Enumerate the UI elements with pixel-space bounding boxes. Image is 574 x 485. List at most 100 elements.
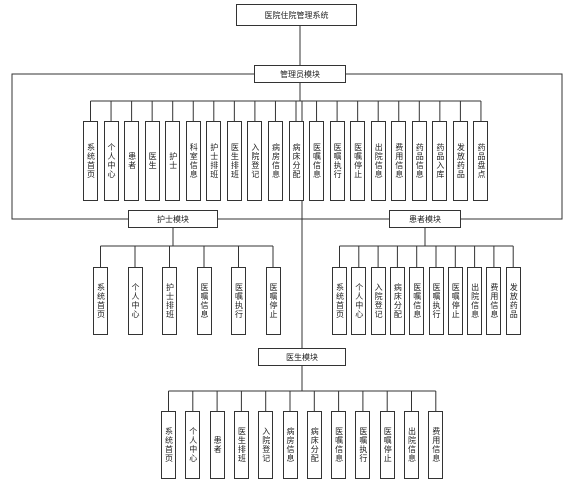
admin-item-13: 医嘱执行 — [329, 121, 345, 201]
doctor-module-label: 医生模块 — [286, 352, 318, 362]
nurse-item-2: 个人中心 — [127, 267, 143, 335]
doctor-item-10: 医嘱停止 — [379, 411, 395, 479]
doctor-item-label: 医嘱执行 — [358, 427, 368, 463]
admin-item-5: 护士 — [165, 121, 181, 201]
admin-item-label: 费用信息 — [394, 143, 404, 179]
doctor-item-3: 患者 — [209, 411, 225, 479]
admin-module-label: 管理员模块 — [280, 69, 320, 79]
nurse-item-3: 护士排班 — [162, 267, 177, 335]
nurse-item-label: 护士排班 — [165, 283, 175, 319]
doctor-item-label: 医嘱信息 — [334, 427, 344, 463]
nurse-item-label: 医嘱执行 — [234, 283, 244, 319]
admin-item-label: 医嘱停止 — [353, 143, 363, 179]
nurse-item-label: 系统首页 — [96, 283, 106, 319]
admin-item-12: 医嘱信息 — [309, 121, 325, 201]
admin-item-19: 发放药品 — [452, 121, 468, 201]
admin-item-18: 药品入库 — [432, 121, 448, 201]
admin-item-label: 药品盘点 — [476, 143, 486, 179]
admin-item-label: 药品入库 — [435, 143, 445, 179]
doctor-item-5: 入院登记 — [258, 411, 274, 479]
root-system-label: 医院住院管理系统 — [264, 10, 329, 20]
admin-to-nurse-line — [11, 73, 254, 220]
doctor-item-label: 医嘱停止 — [383, 427, 393, 463]
patient-item-label: 医嘱信息 — [412, 283, 422, 319]
doctor-item-12: 费用信息 — [428, 411, 444, 479]
admin-item-16: 费用信息 — [391, 121, 407, 201]
patient-module-label: 患者模块 — [409, 214, 441, 224]
admin-item-label: 患者 — [127, 152, 137, 170]
doctor-item-11: 出院信息 — [404, 411, 419, 479]
doctor-item-label: 患者 — [213, 436, 223, 454]
admin-item-label: 科室信息 — [189, 143, 199, 179]
patient-item-label: 费用信息 — [489, 283, 499, 319]
doctor-item-label: 出院信息 — [407, 427, 417, 463]
patient-item-8: 出院信息 — [467, 267, 483, 335]
doctor-item-label: 个人中心 — [188, 427, 198, 463]
nurse-item-label: 医嘱停止 — [269, 283, 278, 319]
admin-item-label: 出院信息 — [374, 143, 384, 179]
admin-item-1: 系统首页 — [83, 121, 98, 201]
patient-item-label: 医嘱执行 — [432, 283, 441, 319]
patient-item-label: 入院登记 — [374, 283, 384, 319]
admin-item-label: 护士排班 — [209, 143, 219, 179]
patient-item-3: 入院登记 — [370, 267, 386, 335]
patient-item-label: 医嘱停止 — [451, 283, 461, 319]
admin-item-label: 系统首页 — [86, 143, 96, 179]
admin-item-label: 护士 — [168, 152, 178, 170]
admin-item-10: 病房信息 — [267, 121, 283, 201]
admin-item-label: 医生排班 — [230, 143, 240, 179]
doctor-item-label: 系统首页 — [164, 427, 174, 463]
nurse-item-6: 医嘱停止 — [265, 267, 281, 335]
root-system-node: 医院住院管理系统 — [236, 4, 357, 26]
admin-item-2: 个人中心 — [103, 121, 119, 201]
doctor-item-label: 病床分配 — [310, 427, 320, 463]
doctor-item-label: 病房信息 — [286, 427, 295, 463]
patient-item-7: 医嘱停止 — [447, 267, 463, 335]
doctor-module-node: 医生模块 — [258, 348, 346, 366]
patient-item-9: 费用信息 — [486, 267, 502, 335]
admin-item-3: 患者 — [124, 121, 140, 201]
nurse-item-label: 个人中心 — [131, 283, 140, 319]
patient-item-6: 医嘱执行 — [428, 267, 444, 335]
admin-item-9: 入院登记 — [247, 121, 263, 201]
patient-item-label: 系统首页 — [335, 283, 345, 319]
admin-item-11: 病床分配 — [288, 121, 304, 201]
patient-item-label: 个人中心 — [354, 283, 364, 319]
admin-to-patient-line — [346, 73, 563, 220]
patient-item-10: 发放药品 — [505, 267, 521, 335]
nurse-module-label: 护士模块 — [157, 214, 189, 224]
admin-module-node: 管理员模块 — [254, 65, 346, 83]
admin-item-14: 医嘱停止 — [350, 121, 366, 201]
doctor-item-7: 病床分配 — [306, 411, 322, 479]
patient-item-label: 病床分配 — [393, 283, 403, 319]
admin-item-label: 个人中心 — [107, 143, 117, 179]
admin-item-label: 病房信息 — [271, 143, 281, 179]
doctor-item-1: 系统首页 — [161, 411, 176, 479]
doctor-item-8: 医嘱信息 — [331, 411, 347, 479]
admin-item-label: 医嘱执行 — [333, 143, 343, 179]
nurse-module-node: 护士模块 — [128, 210, 218, 228]
admin-item-17: 药品信息 — [411, 121, 427, 201]
admin-item-label: 医嘱信息 — [312, 143, 322, 179]
admin-item-label: 药品信息 — [415, 143, 425, 179]
patient-item-label: 出院信息 — [470, 283, 480, 319]
admin-item-4: 医生 — [144, 121, 160, 201]
patient-item-4: 病床分配 — [389, 267, 405, 335]
doctor-item-9: 医嘱执行 — [355, 411, 371, 479]
admin-item-label: 入院登记 — [250, 143, 260, 179]
nurse-item-1: 系统首页 — [93, 267, 108, 335]
admin-item-6: 科室信息 — [185, 121, 201, 201]
doctor-item-label: 入院登记 — [261, 427, 271, 463]
doctor-item-6: 病房信息 — [282, 411, 298, 479]
admin-item-label: 病床分配 — [292, 143, 301, 179]
patient-item-1: 系统首页 — [332, 267, 347, 335]
nurse-item-4: 医嘱信息 — [196, 267, 212, 335]
doctor-item-label: 医生排班 — [237, 427, 247, 463]
nurse-item-5: 医嘱执行 — [231, 267, 246, 335]
patient-item-2: 个人中心 — [351, 267, 367, 335]
patient-item-5: 医嘱信息 — [409, 267, 425, 335]
doctor-item-label: 费用信息 — [431, 427, 441, 463]
admin-item-label: 医生 — [148, 152, 158, 170]
